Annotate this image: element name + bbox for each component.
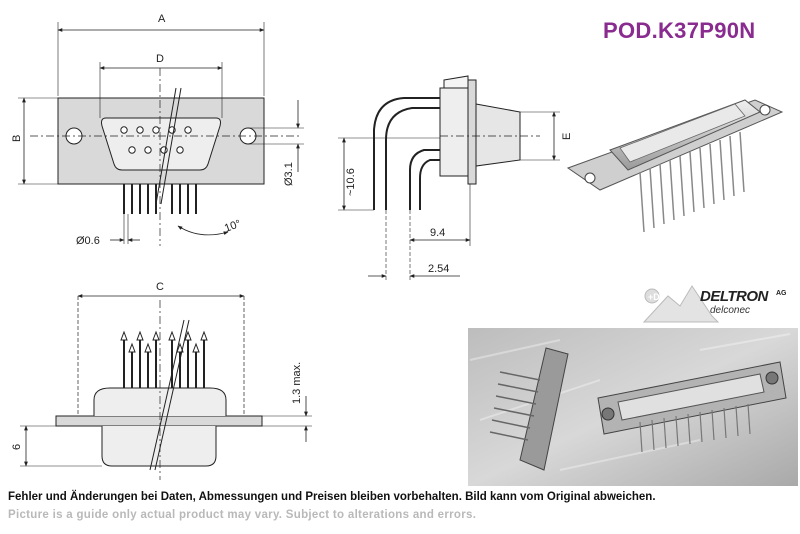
disclaimer-english: Picture is a guide only actual product m… [8,509,477,521]
dim-label-254: 2.54 [428,263,449,275]
svg-text:+D: +D [648,292,660,302]
dim-label-94: 9.4 [430,227,445,239]
logo-sub: delconec [710,305,751,316]
dim-label-a: A [158,13,166,25]
dim-label-c: C [156,281,164,293]
dim-label-6: 6 [11,444,23,450]
front-view [18,22,304,246]
side-view [338,75,560,282]
dim-label-106: ~10.6 [345,168,357,196]
dim-label-d: D [156,53,164,65]
product-photo [468,328,798,486]
pcb-pins-front [123,184,197,214]
pin-row-top [120,126,192,134]
dim-label-d31: Ø3.1 [283,162,295,186]
dim-label-13: 1.3 max. [291,362,303,404]
deltron-logo-mark: +D [642,285,720,323]
dim-label-b: B [11,135,23,142]
deltron-logo: DELTRON AG delconec [638,280,787,326]
d-shell-outline [101,117,221,171]
dim-label-e: E [561,133,573,140]
top-view [20,294,312,480]
part-number-title: POD.K37P90N [603,18,756,43]
dim-label-d06: Ø0.6 [76,235,100,247]
dim-label-angle: 10° [223,218,243,235]
logo-ag: AG [776,290,787,297]
product-render [566,99,784,233]
logo-brand: DELTRON [700,288,768,305]
disclaimer-german: Fehler und Änderungen bei Daten, Abmessu… [8,491,656,503]
